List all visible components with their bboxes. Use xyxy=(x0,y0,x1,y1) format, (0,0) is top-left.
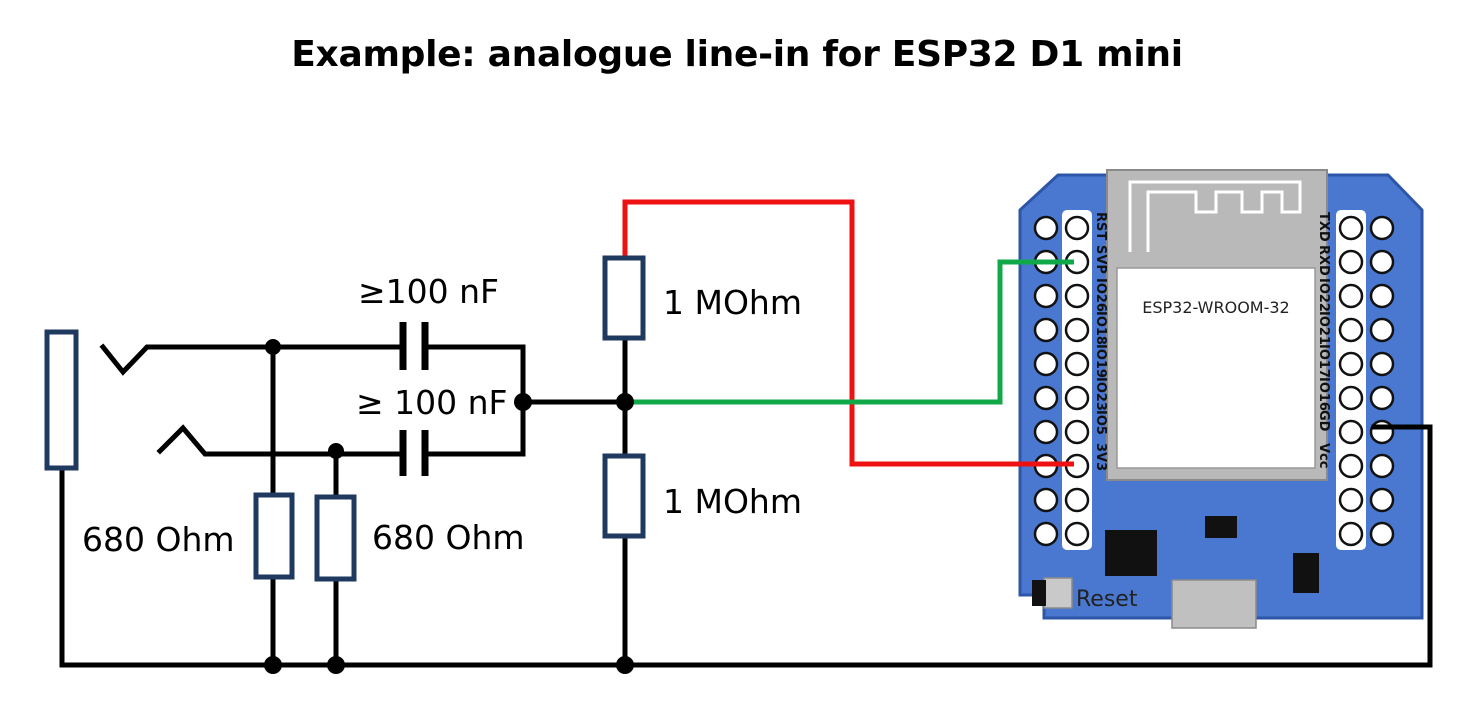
pin-pad xyxy=(1033,351,1059,377)
pin-pad xyxy=(1064,385,1090,411)
pin-pad xyxy=(1369,351,1395,377)
pin-label: IO16 xyxy=(1316,377,1331,411)
pin-pad xyxy=(1064,487,1090,513)
pin-pad xyxy=(1064,419,1090,445)
module-label: ESP32-WROOM-32 xyxy=(1142,298,1289,317)
wroom-module xyxy=(1116,267,1316,469)
pin-label: Vcc xyxy=(1316,443,1331,468)
smd-chip-small xyxy=(1205,516,1237,538)
pin-pad xyxy=(1338,283,1364,309)
pin-pad xyxy=(1369,521,1395,547)
audio-jack-body xyxy=(44,329,79,471)
reset-button-cap xyxy=(1032,580,1046,606)
pin-label: IO22 xyxy=(1316,278,1331,312)
pin-pad xyxy=(1064,215,1090,241)
pin-label: RST xyxy=(1093,212,1108,240)
pin-pad xyxy=(1369,453,1395,479)
pin-pad xyxy=(1338,385,1364,411)
resistor-1m-top xyxy=(602,255,646,341)
pin-pad xyxy=(1369,249,1395,275)
pin-pad xyxy=(1338,453,1364,479)
junction-dots xyxy=(264,339,634,674)
pin-pad xyxy=(1033,419,1059,445)
resistor-680-left xyxy=(253,492,295,580)
smd-chip-large xyxy=(1105,530,1157,576)
red-3v3-wire xyxy=(622,199,1074,467)
pin-pad xyxy=(1338,487,1364,513)
r-right-label: 680 Ohm xyxy=(372,518,525,557)
pin-label: IO21 xyxy=(1316,311,1331,345)
pin-pad xyxy=(1064,351,1090,377)
pin-pad xyxy=(1033,215,1059,241)
pin-pad xyxy=(1033,487,1059,513)
antenna-trace xyxy=(1128,180,1302,252)
capacitor-bottom xyxy=(399,430,429,476)
esp32-d1-mini-board: ESP32-WROOM-32 RST SVP IO26IO18IO19IO23IO5… xyxy=(1018,169,1424,629)
pin-label: SVP xyxy=(1093,245,1108,274)
capacitor-top xyxy=(399,322,429,370)
pin-label: IO18 xyxy=(1093,311,1108,345)
pin-pad xyxy=(1369,215,1395,241)
ground-rail xyxy=(59,424,1433,668)
pin-label: GD xyxy=(1316,410,1331,432)
pin-pad xyxy=(1338,215,1364,241)
pin-pad xyxy=(1338,249,1364,275)
smd-chip-side xyxy=(1293,553,1319,593)
pin-pad xyxy=(1033,521,1059,547)
pin-pad xyxy=(1033,283,1059,309)
pin-pad xyxy=(1338,317,1364,343)
usb-connector xyxy=(1171,579,1257,629)
r-left-label: 680 Ohm xyxy=(82,520,235,559)
pin-pad xyxy=(1064,317,1090,343)
pin-label: TXD xyxy=(1316,212,1331,242)
pin-pad xyxy=(1338,521,1364,547)
pin-pad xyxy=(1033,317,1059,343)
pin-pad xyxy=(1369,487,1395,513)
r-bottom-label: 1 MOhm xyxy=(663,482,802,521)
pin-pad xyxy=(1369,317,1395,343)
r-top-label: 1 MOhm xyxy=(663,283,802,322)
pin-label: RXD xyxy=(1316,245,1331,276)
jack-bottom-wire xyxy=(156,424,403,457)
reset-button-body xyxy=(1043,577,1073,609)
pin-pad xyxy=(1369,283,1395,309)
pin-label: IO5 xyxy=(1093,410,1108,435)
cap-top-label: ≥100 nF xyxy=(358,272,499,311)
pin-label: IO26 xyxy=(1093,278,1108,312)
green-signal-wire xyxy=(625,259,1074,405)
pin-label: IO23 xyxy=(1093,377,1108,411)
pin-label: IO19 xyxy=(1093,344,1108,378)
pin-pad xyxy=(1338,351,1364,377)
pin-pad xyxy=(1369,385,1395,411)
reset-label: Reset xyxy=(1076,587,1138,612)
pin-pad xyxy=(1033,385,1059,411)
resistor-680-right xyxy=(314,494,357,582)
diagram-title: Example: analogue line-in for ESP32 D1 m… xyxy=(291,34,1183,75)
pin-label: 3V3 xyxy=(1093,443,1108,471)
jack-top-wire xyxy=(99,343,403,376)
pin-label: IO17 xyxy=(1316,344,1331,378)
pin-pad xyxy=(1064,283,1090,309)
cap-bottom-label: ≥ 100 nF xyxy=(356,383,508,422)
pin-pad xyxy=(1338,419,1364,445)
pin-pads xyxy=(1033,215,1395,547)
pin-pad xyxy=(1064,521,1090,547)
resistor-1m-bottom xyxy=(602,453,646,539)
pin-pad xyxy=(1369,419,1395,445)
